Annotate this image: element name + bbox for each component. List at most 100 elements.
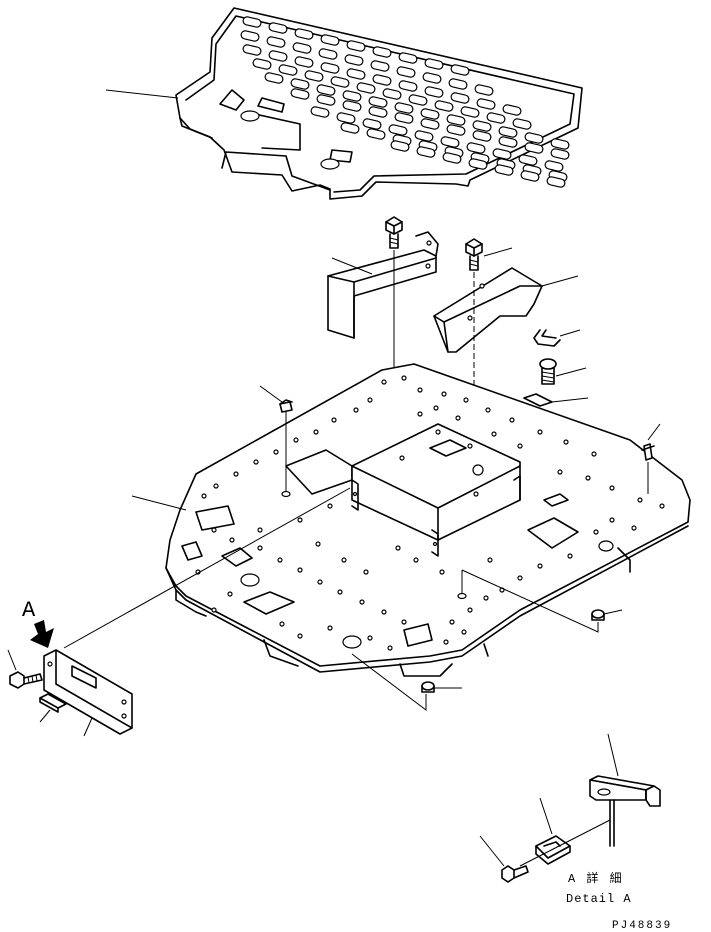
mat-slot xyxy=(320,62,340,74)
mat-slot xyxy=(318,48,338,60)
mat-slot xyxy=(330,76,350,88)
plate-hole xyxy=(281,490,291,498)
plate-hole xyxy=(609,517,615,523)
plate-hole xyxy=(297,567,303,573)
plate-hole xyxy=(417,411,423,417)
plate-hole xyxy=(327,625,333,631)
detail-title-jp: A 詳 細 xyxy=(568,870,624,886)
mat-slot xyxy=(408,94,428,106)
mat-slot xyxy=(342,100,362,112)
leader-line xyxy=(607,733,619,777)
plate-hole xyxy=(537,563,543,569)
plate-hole xyxy=(257,527,263,533)
plate-hole xyxy=(593,529,599,535)
leader-line xyxy=(131,495,187,511)
plate-hole xyxy=(413,557,419,563)
leader-line xyxy=(539,797,553,835)
plate-hole xyxy=(509,417,515,423)
plate-hole xyxy=(443,639,449,645)
plate-hole xyxy=(591,451,597,457)
mat-slot xyxy=(446,124,466,136)
plate-hole xyxy=(363,569,369,575)
mat-slot xyxy=(550,148,570,160)
plate-hole xyxy=(211,607,217,613)
mat-slot xyxy=(398,52,418,64)
plate-hole xyxy=(387,645,393,651)
mat-slot xyxy=(242,16,262,28)
plate-hole xyxy=(439,569,445,575)
leader-line xyxy=(83,717,93,737)
mat-slot xyxy=(394,102,414,114)
grommet-right xyxy=(641,443,655,461)
plate-hole xyxy=(273,449,279,455)
mat-slot xyxy=(546,176,566,188)
leader-line xyxy=(105,89,179,99)
mat-slot xyxy=(366,128,386,140)
mat-slot xyxy=(450,92,470,104)
center-box xyxy=(351,423,521,557)
plate-hole xyxy=(331,417,337,423)
plate-hole xyxy=(353,407,359,413)
mat-slot xyxy=(264,72,284,84)
plate-hole xyxy=(631,525,637,531)
left-cover xyxy=(327,231,439,339)
mat-slot xyxy=(240,30,260,42)
mat-slot xyxy=(502,104,522,116)
plate-hole xyxy=(201,493,207,499)
plate-hole xyxy=(455,415,461,421)
leader-line xyxy=(603,609,623,615)
detail-a-clip xyxy=(535,835,571,865)
mat-slot xyxy=(344,54,364,66)
screw-right xyxy=(539,358,557,385)
mat-slot xyxy=(416,146,436,158)
plate-hole xyxy=(381,379,387,385)
mat-slot xyxy=(372,74,392,86)
plate-hole xyxy=(367,635,373,641)
plate-hole xyxy=(233,471,239,477)
mat-slot xyxy=(372,46,392,58)
bolt-upper-left xyxy=(385,216,403,249)
plate-hole xyxy=(417,387,423,393)
mat-slot xyxy=(520,170,540,182)
plate-hole xyxy=(585,475,591,481)
mat-slot xyxy=(550,138,570,150)
mat-slot xyxy=(524,142,544,154)
view-arrow xyxy=(30,620,54,648)
mat-slot xyxy=(294,28,314,40)
mat-slot xyxy=(472,120,492,132)
leader-line xyxy=(555,367,587,377)
plate-hole xyxy=(211,527,217,533)
mat-slot xyxy=(446,114,466,126)
mat-slot xyxy=(486,112,506,124)
plate-hole xyxy=(315,541,321,547)
mat-slot xyxy=(388,124,408,136)
mat-slot xyxy=(394,112,414,124)
plate-hole xyxy=(567,553,573,559)
mat-slot xyxy=(370,60,390,72)
mat-slot xyxy=(268,22,288,34)
mat-slot xyxy=(460,106,480,118)
mat-slot xyxy=(434,100,454,112)
mat-slot xyxy=(346,40,366,52)
mat-slot xyxy=(316,84,336,96)
mat-slot xyxy=(362,118,382,130)
plate-hole xyxy=(229,537,235,543)
plug-right-lower xyxy=(591,609,605,621)
mat-slot xyxy=(252,58,272,70)
plate-hole xyxy=(461,629,467,635)
mat-slot xyxy=(544,160,564,172)
plate-hole xyxy=(253,459,259,465)
mat-slot xyxy=(340,122,360,134)
mat-slot xyxy=(368,106,388,118)
mat-slot xyxy=(498,136,518,148)
plate-hole xyxy=(317,579,323,585)
detail-title-en: Detail A xyxy=(566,892,632,906)
plate-hole xyxy=(483,595,489,601)
plate-hole xyxy=(433,405,439,411)
plate-hole xyxy=(395,545,401,551)
mat-slot xyxy=(414,130,434,142)
plate-hole xyxy=(537,429,543,435)
mat-slot xyxy=(242,44,262,56)
leader-line xyxy=(39,709,51,723)
leader-line xyxy=(63,487,351,649)
